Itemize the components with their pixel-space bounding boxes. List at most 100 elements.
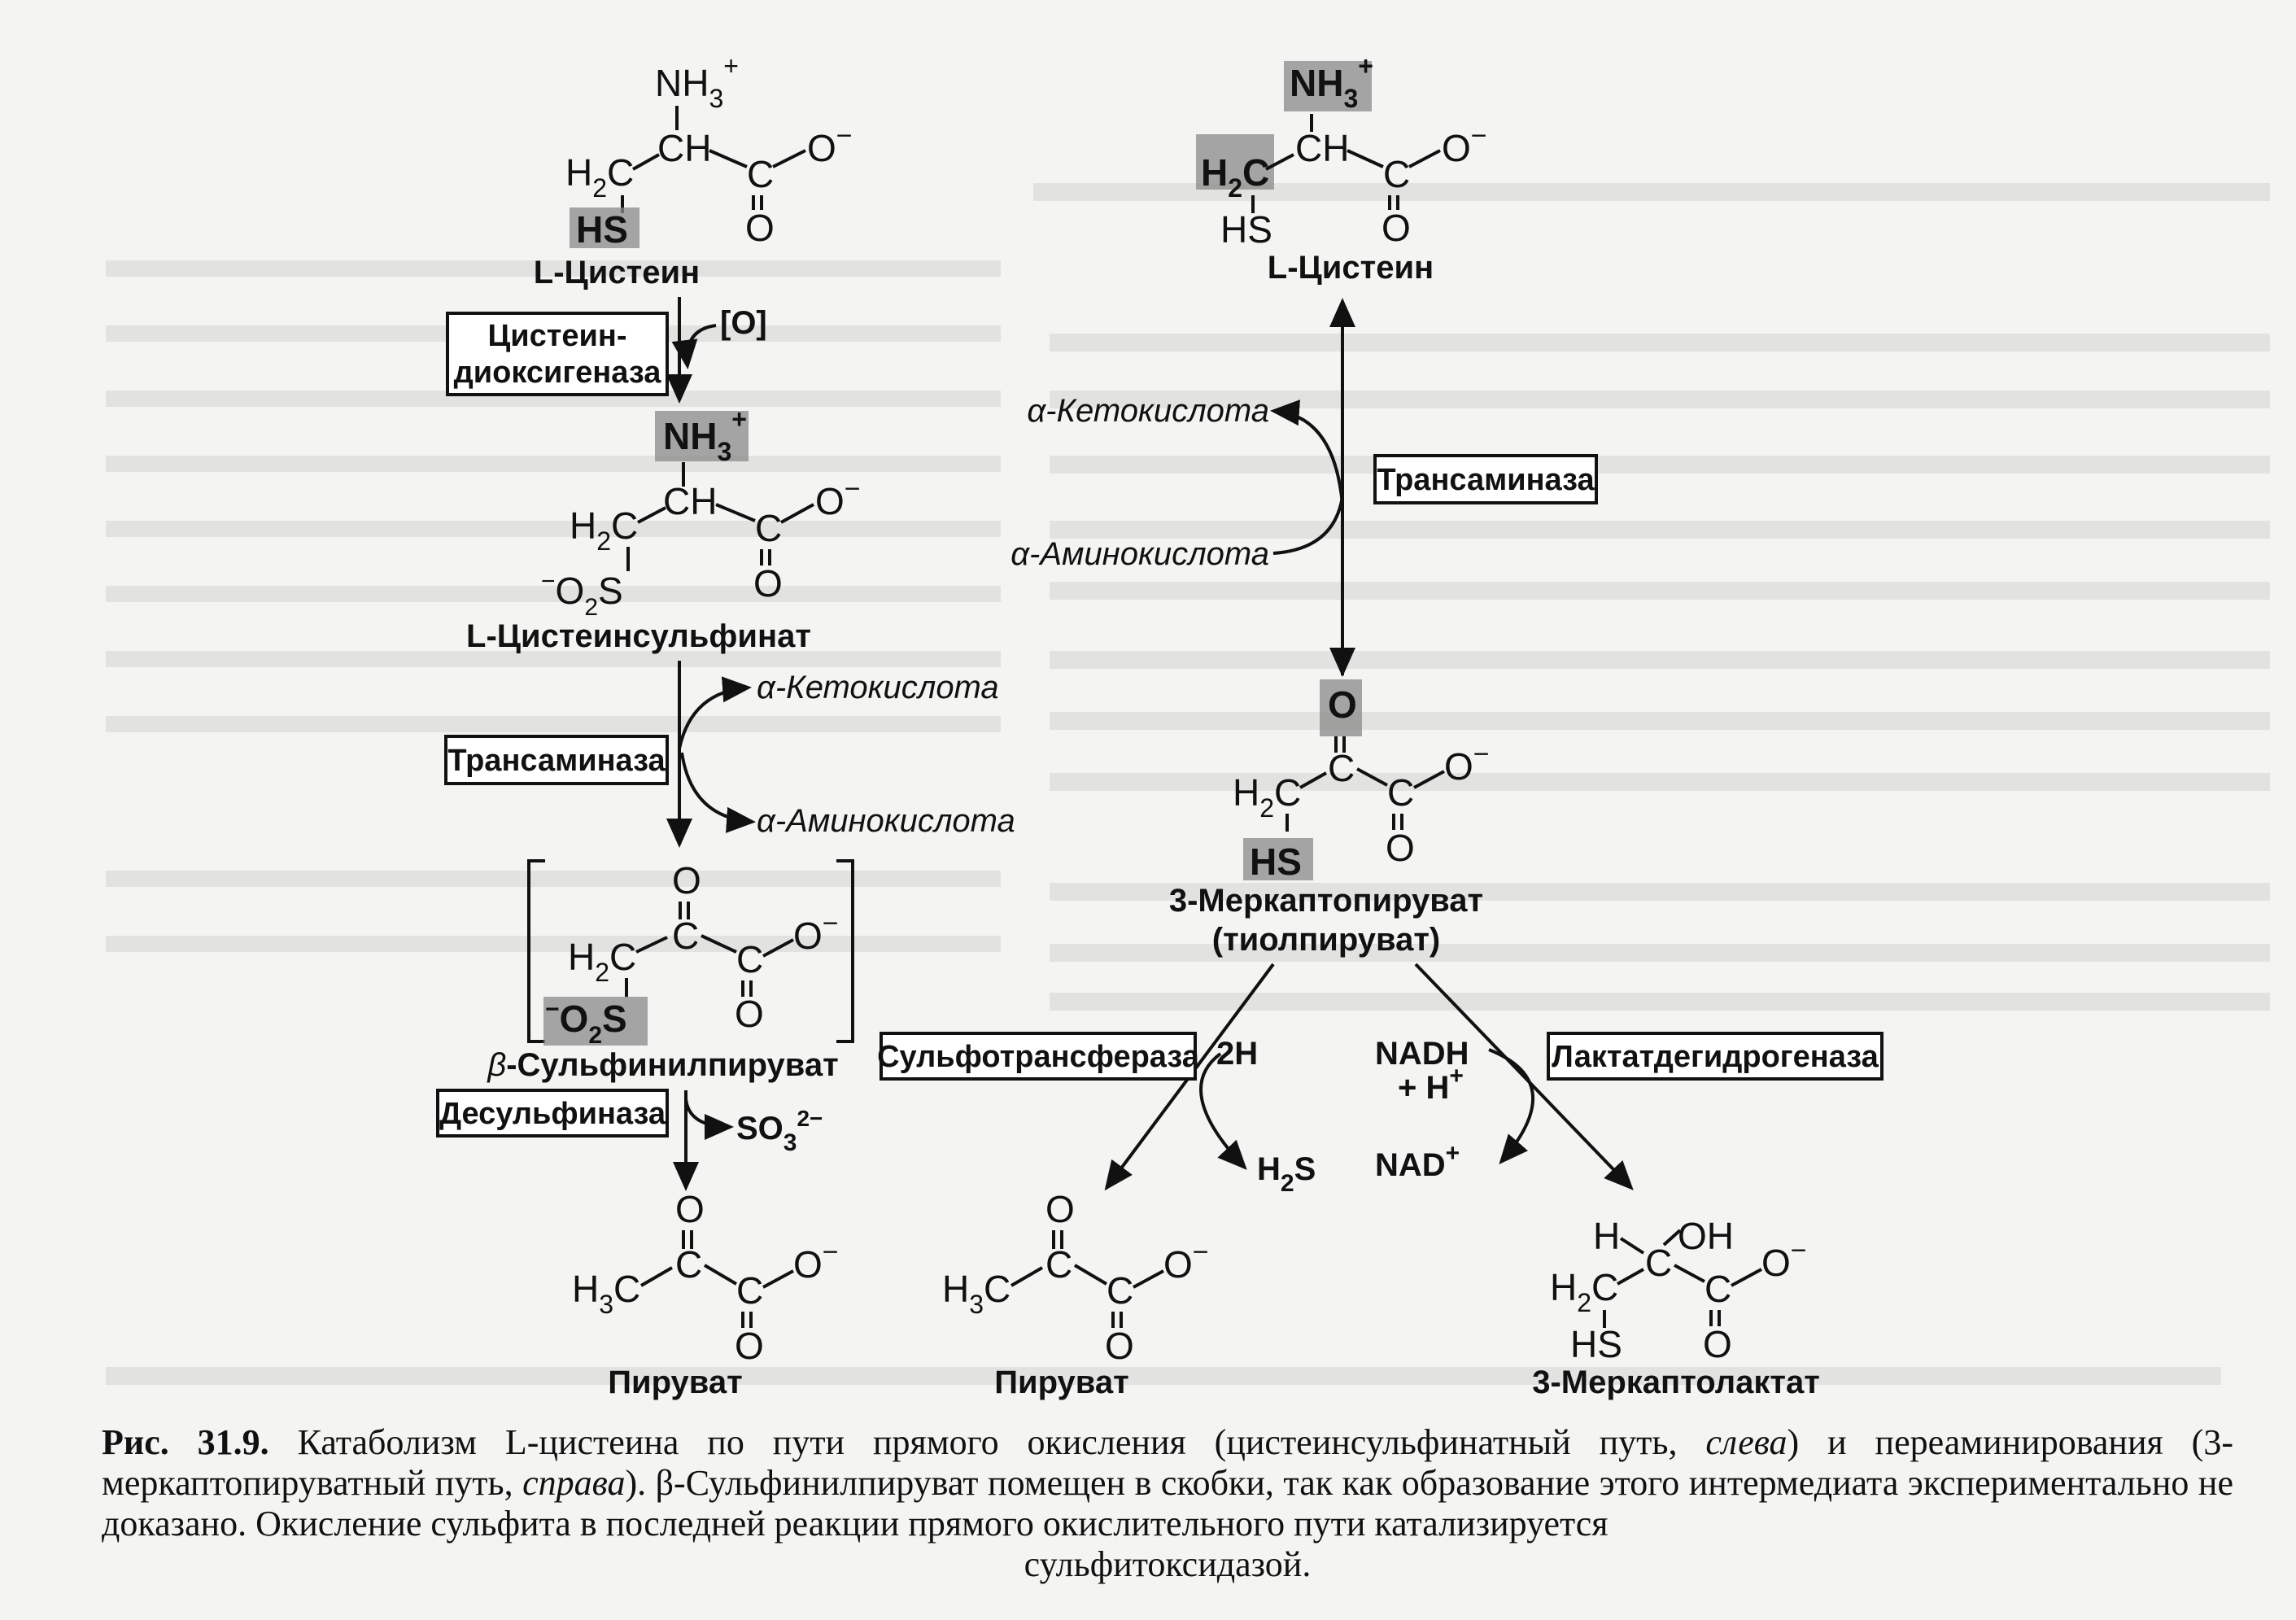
pyruvate-left-structure: O C C O− O H3C Пируват <box>572 1188 839 1400</box>
carbonyl-o: O <box>1382 207 1411 249</box>
carbonyl-o: O <box>1386 827 1415 869</box>
carboxylate-o: O− <box>793 908 839 957</box>
carboxyl-carbon: C <box>1383 153 1410 195</box>
ch-atom: CH <box>657 127 711 169</box>
carboxyl-carbon: C <box>736 1269 763 1312</box>
left-cysteine-structure: NH3+ CH C O− O H2C HS L-Цистеин <box>534 51 853 290</box>
mercaptopyruvate-alt-name: (тиолпируват) <box>1212 922 1440 958</box>
h2c-group: H2C <box>565 151 634 203</box>
h3c-group: H3C <box>942 1268 1011 1319</box>
mercaptopyruvate-name: 3-Меркаптопируват <box>1169 883 1483 919</box>
carbonyl-o: O <box>735 1325 764 1367</box>
ldh-arrow <box>1414 963 1634 1190</box>
carboxyl-carbon: C <box>1387 771 1414 814</box>
sulfinylpyruvate-structure: O C C O− O H2C −O2S β-Сульфинилпируват <box>487 859 854 1083</box>
sulfinate-group: −O2S <box>541 568 623 621</box>
caption-label: Рис. 31.9. <box>102 1422 269 1462</box>
sulfinate-name: L-Цистеинсульфинат <box>466 618 811 654</box>
h2c-group: H2C <box>1550 1266 1618 1317</box>
carbonyl-o: O <box>1703 1323 1732 1365</box>
mercaptopyruvate-structure: O C C O− O H2C HS 3-Меркаптопируват (тио… <box>1169 679 1490 958</box>
two-h-label: 2H <box>1216 1036 1258 1072</box>
carboxyl-carbon: C <box>1107 1269 1133 1312</box>
ketone-o: O <box>672 859 701 902</box>
thiol-group: HS <box>1570 1323 1622 1365</box>
svg-text:Трансаминаза: Трансаминаза <box>447 744 666 778</box>
carboxyl-carbon: C <box>747 153 774 195</box>
mercaptolactate-name: 3-Меркаптолактат <box>1532 1365 1820 1400</box>
ketone-c: C <box>1045 1243 1072 1286</box>
h-plus-label: + H+ <box>1398 1063 1464 1106</box>
ketone-o: O <box>1045 1188 1075 1230</box>
sulfotransferase-box: Сульфотрансфераза <box>877 1032 1200 1081</box>
carbonyl-o: O <box>753 562 783 605</box>
cysteine-name: L-Цистеин <box>534 255 700 290</box>
hydrogen: H <box>1593 1215 1620 1257</box>
keto-acid-arrow <box>678 676 752 749</box>
carboxyl-carbon: C <box>755 507 782 549</box>
nad-label: NAD+ <box>1375 1140 1460 1183</box>
h3c-group: H3C <box>572 1268 640 1319</box>
carboxylate-o: O− <box>1761 1235 1807 1284</box>
h2s-release-arrow <box>1199 1052 1247 1170</box>
desulfinase-box: Десульфиназа <box>436 1089 669 1137</box>
transaminase-box-left: Трансаминаза <box>444 735 669 785</box>
ketone-c: C <box>1328 747 1355 789</box>
carboxylate-o: O− <box>793 1237 839 1286</box>
amino-acid-label: α-Аминокислота <box>757 803 1015 839</box>
carboxylate-o: O− <box>807 120 853 169</box>
nh3-group: NH3+ <box>663 404 747 466</box>
h2c-group: H2C <box>568 936 636 987</box>
carboxylate-o: O− <box>1444 739 1490 788</box>
figure-caption: Рис. 31.9. Катаболизм L-цистеина по пути… <box>102 1422 2233 1584</box>
lactate-dehydrogenase-box: Лактатдегидрогеназа <box>1547 1032 1884 1081</box>
sulfite-label: SO32− <box>736 1106 823 1156</box>
carboxyl-carbon: C <box>736 938 763 980</box>
nh3-group: NH3+ <box>655 51 739 113</box>
background-text-shadow <box>106 183 2270 1385</box>
keto-acid-out-arrow <box>1270 400 1344 505</box>
sulfinylpyruvate-name: β-Сульфинилпируват <box>487 1047 838 1083</box>
sulfinate-group: −O2S <box>545 996 627 1049</box>
ketone-c: C <box>675 1243 702 1286</box>
svg-text:Трансаминаза: Трансаминаза <box>1377 463 1595 497</box>
pyruvate-right-structure: O C C O− O H3C Пируват <box>942 1188 1209 1400</box>
h2c-group: H2C <box>570 504 638 556</box>
h2c-group: H2C <box>1201 151 1269 203</box>
carboxyl-carbon: C <box>1705 1268 1731 1310</box>
cysteine-sulfinate-structure: NH3+ CH C O− O H2C −O2S L-Цистеинсульфин… <box>466 404 861 654</box>
hydroxyl-group: OH <box>1678 1215 1734 1257</box>
svg-text:диоксигеназа: диоксигеназа <box>454 356 662 390</box>
h2s-label: H2S <box>1257 1151 1316 1197</box>
ketone-c: C <box>672 915 699 957</box>
carbinol-c: C <box>1645 1242 1672 1284</box>
thiol-group: HS <box>1220 208 1272 251</box>
svg-text:Сульфотрансфераза: Сульфотрансфераза <box>877 1040 1200 1074</box>
carboxylate-o: O− <box>815 474 861 522</box>
carboxylate-o: O− <box>1442 120 1487 169</box>
carboxylate-o: O− <box>1163 1237 1209 1286</box>
svg-text:Цистеин-: Цистеин- <box>488 319 627 353</box>
mercaptolactate-structure: H C OH C O− O H2C HS 3-Меркаптолактат <box>1532 1215 1820 1400</box>
keto-acid-label: α-Кетокислота <box>757 670 999 705</box>
ketone-o: O <box>675 1188 705 1230</box>
thiol-group: HS <box>1250 841 1302 883</box>
nadh-oxidation-arrow <box>1488 1048 1535 1165</box>
carbonyl-o: O <box>735 993 764 1035</box>
carbonyl-o: O <box>1105 1325 1134 1367</box>
nh3-group: NH3+ <box>1290 51 1373 113</box>
amino-acid-label: α-Аминокислота <box>1011 536 1269 572</box>
sulfite-output-arrow <box>684 1098 734 1140</box>
svg-text:Десульфиназа: Десульфиназа <box>439 1097 666 1131</box>
pyruvate-name: Пируват <box>994 1365 1128 1400</box>
ch-atom: CH <box>1295 127 1349 169</box>
ketone-o: O <box>1328 683 1357 726</box>
cysteine-name: L-Цистеин <box>1268 250 1434 286</box>
thiol-group: HS <box>576 208 628 251</box>
right-cysteine-structure: NH3+ CH C O− O H2C HS L-Цистеин <box>1196 51 1487 286</box>
nadh-label: NADH <box>1375 1036 1469 1072</box>
svg-text:Лактатдегидрогеназа: Лактатдегидрогеназа <box>1552 1040 1879 1074</box>
amino-acid-in-arrow <box>1272 496 1344 555</box>
oxygen-label: [O] <box>720 305 767 341</box>
amino-acid-arrow <box>680 752 756 833</box>
